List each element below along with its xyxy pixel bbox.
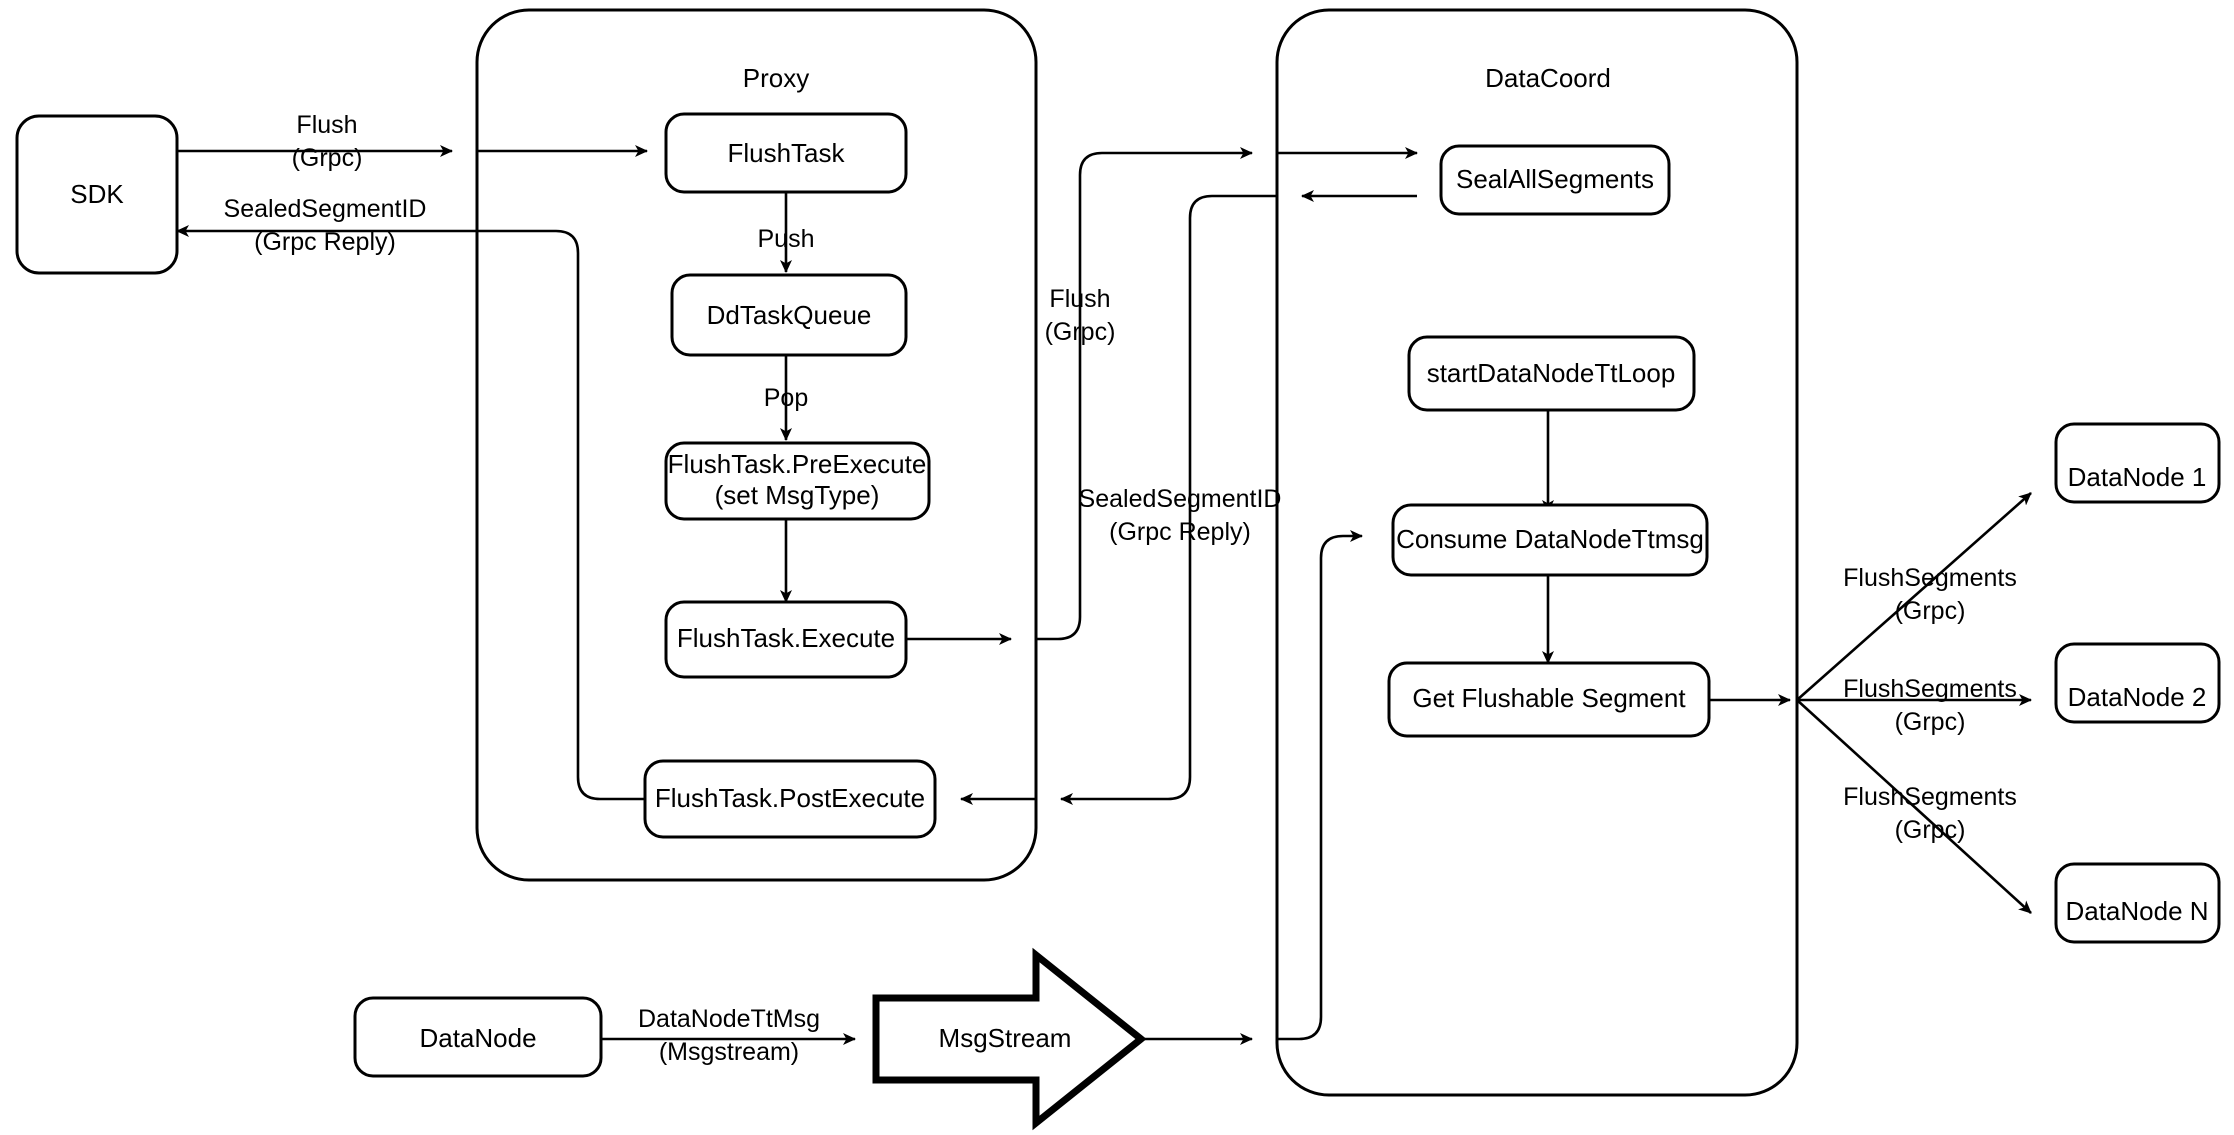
edge-label-flushsegments-2-line1: FlushSegments: [1843, 675, 2017, 703]
node-get-flushable-segment-label: Get Flushable Segment: [1412, 683, 1686, 713]
node-startdatanodettloop-label: startDataNodeTtLoop: [1427, 358, 1676, 388]
node-datanode-n[interactable]: [2054, 862, 2221, 944]
node-datanode-source[interactable]: [353, 996, 603, 1078]
edge-datacoord-to-proxy-reply: [1060, 194, 1277, 805]
edge-label-coord-sealedsegmentid-line1: SealedSegmentID: [1079, 485, 1282, 513]
node-flushtask-postexecute[interactable]: [643, 759, 937, 839]
edge-label-coord-sealedsegmentid-line2: (Grpc Reply): [1109, 518, 1251, 546]
edge-label-flushsegments-n-line2: (Grpc): [1895, 816, 1966, 844]
edge-fanout-to-datanode-1: [1796, 492, 2032, 701]
node-ddtaskqueue-label: DdTaskQueue: [707, 300, 872, 330]
node-flushtask-label: FlushTask: [727, 138, 845, 168]
node-sdk[interactable]: [15, 114, 179, 275]
edge-label-flushsegments-2-line2: (Grpc): [1895, 708, 1966, 736]
node-datanode-2[interactable]: [2054, 642, 2221, 724]
edge-postexecute-return-to-sdk: [452, 229, 645, 801]
node-startdatanodettloop[interactable]: [1407, 335, 1696, 412]
node-datanode-n-label: DataNode N: [2065, 896, 2208, 926]
node-consume-datanodettmsg[interactable]: [1391, 503, 1709, 577]
edge-label-proxy-flush-grpc-line2: (Grpc): [1045, 318, 1116, 346]
edge-label-datanodettmsg-line2: (Msgstream): [659, 1038, 799, 1066]
edge-label-proxy-flush-grpc-line1: Flush: [1049, 285, 1110, 313]
node-sealallsegments-label: SealAllSegments: [1456, 164, 1654, 194]
node-msgstream-label: MsgStream: [939, 1023, 1072, 1053]
node-flushtask[interactable]: [664, 112, 908, 194]
node-flushtask-preexecute-label-line2: (set MsgType): [715, 480, 880, 510]
edge-fanout-to-datanode-n: [1796, 699, 2032, 914]
edge-label-flushsegments-1-line1: FlushSegments: [1843, 564, 2017, 592]
edge-datacoord-boundary-to-consume: [1277, 530, 1363, 1041]
edge-label-flushsegments-1-line2: (Grpc): [1895, 597, 1966, 625]
node-datanode-1[interactable]: [2054, 422, 2221, 504]
edge-proxy-to-datacoord-flush: [1036, 147, 1253, 641]
edge-label-flush-grpc-line2: (Grpc): [292, 144, 363, 172]
edge-label-datanodettmsg-line1: DataNodeTtMsg: [638, 1005, 820, 1033]
group-proxy-label: Proxy: [743, 63, 809, 93]
node-datanode-2-label: DataNode 2: [2068, 682, 2207, 712]
node-get-flushable-segment[interactable]: [1387, 661, 1711, 738]
edge-label-sealedsegmentid-reply-line2: (Grpc Reply): [254, 228, 396, 256]
edge-label-sealedsegmentid-reply-line1: SealedSegmentID: [224, 195, 427, 223]
group-proxy: [475, 8, 1038, 882]
group-datacoord: [1275, 8, 1799, 1097]
node-flushtask-preexecute-label-line1: FlushTask.PreExecute: [668, 449, 927, 479]
edge-label-flushsegments-n-line1: FlushSegments: [1843, 783, 2017, 811]
node-sdk-label: SDK: [70, 179, 124, 209]
node-sealallsegments[interactable]: [1439, 144, 1671, 216]
edge-label-flush-grpc-line1: Flush: [296, 111, 357, 139]
node-flushtask-preexecute[interactable]: [664, 441, 931, 521]
node-datanode-source-label: DataNode: [419, 1023, 536, 1053]
edge-label-push: Push: [758, 225, 815, 253]
node-msgstream[interactable]: [872, 947, 1147, 1131]
group-datacoord-label: DataCoord: [1485, 63, 1611, 93]
node-flushtask-execute-label: FlushTask.Execute: [677, 623, 895, 653]
node-flushtask-postexecute-label: FlushTask.PostExecute: [655, 783, 925, 813]
node-ddtaskqueue[interactable]: [670, 273, 908, 357]
node-consume-datanodettmsg-label: Consume DataNodeTtmsg: [1396, 524, 1704, 554]
edge-label-pop: Pop: [764, 384, 808, 412]
node-flushtask-execute[interactable]: [664, 600, 908, 679]
node-datanode-1-label: DataNode 1: [2068, 462, 2207, 492]
